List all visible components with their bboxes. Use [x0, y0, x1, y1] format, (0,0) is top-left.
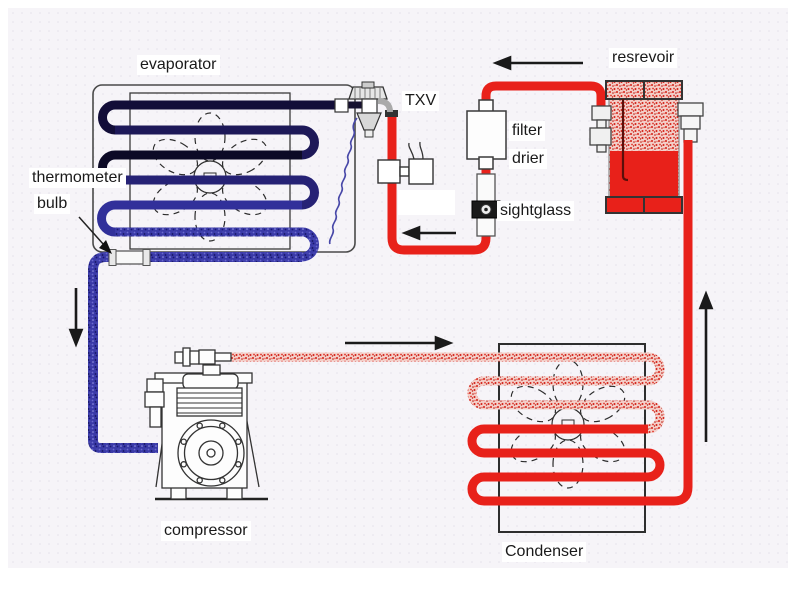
txv-inlet-fitting [385, 110, 398, 117]
arrow-evaporator-to-compressor [68, 288, 84, 348]
condenser [230, 140, 693, 533]
reservoir [589, 80, 704, 214]
erased-patch [398, 190, 455, 215]
evaporator-inlet-fitting [334, 98, 349, 113]
thermometer-label: thermometer [29, 168, 126, 188]
thermometer-bulb-pointer [78, 216, 112, 254]
suction-line [88, 252, 302, 453]
drier-label: drier [509, 149, 548, 169]
thermometer-bulb [108, 249, 151, 266]
evaporator-label: evaporator [137, 55, 220, 75]
flywheel [177, 419, 245, 487]
compressor [144, 347, 268, 501]
sightglass-label: sightglass [497, 201, 575, 221]
solenoid-valve [377, 141, 434, 185]
cylinder-fins [177, 392, 242, 414]
reservoir-left-fittings [589, 105, 612, 153]
condenser-housing [498, 343, 646, 533]
sightglass [471, 173, 501, 237]
txv-label: TXV [402, 91, 440, 111]
discharge-service-valve [174, 347, 232, 367]
reservoir-liquid [610, 151, 678, 198]
condenser-outlet-riser [484, 140, 693, 506]
filter-drier [466, 99, 507, 170]
flow-arrows [68, 55, 714, 442]
condenser-coil [230, 140, 693, 506]
arrow-condenser-to-reservoir [698, 290, 714, 442]
compressor-label: compressor [161, 521, 251, 541]
arrow-compressor-to-condenser [345, 335, 454, 351]
filter-label: filter [509, 121, 546, 141]
solenoid-wires [408, 141, 424, 160]
arrow-reservoir-to-filter [492, 55, 583, 71]
capillary-tube [328, 117, 358, 245]
dip-tube [621, 99, 629, 182]
reservoir-label: resrevoir [609, 48, 678, 68]
arrow-sightglass-to-txv [401, 225, 456, 241]
txv-valve [334, 81, 393, 138]
reservoir-right-fitting [677, 102, 704, 143]
bulb-label: bulb [34, 194, 71, 214]
condenser-label: Condenser [502, 542, 587, 562]
discharge-line [230, 352, 665, 386]
evaporator-fan-shroud [129, 92, 291, 250]
